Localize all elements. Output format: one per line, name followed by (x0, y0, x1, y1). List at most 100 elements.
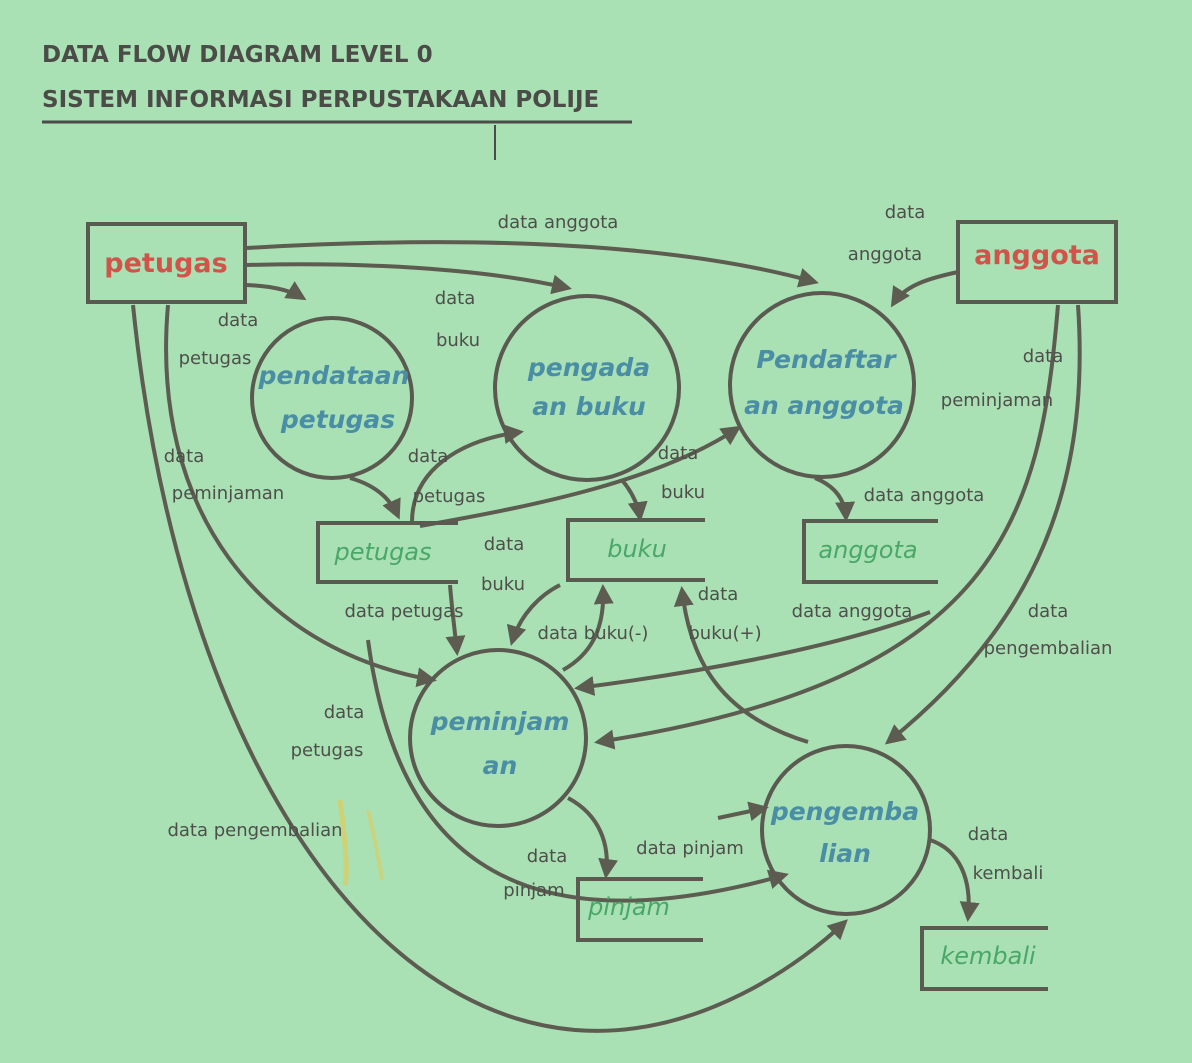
label-data-buku-mid-1: data (658, 443, 699, 464)
label-data-buku-mid-2: buku (661, 482, 705, 503)
process-pengembalian-circle (760, 744, 932, 916)
store-kembali[interactable]: kembali (920, 926, 1048, 991)
store-anggota[interactable]: anggota (802, 519, 938, 584)
process-pengembalian-line1: pengemba (770, 797, 919, 826)
label-data-pengembalian-right-1: data (1028, 601, 1069, 622)
flow-store-petugas-to-peminjaman (445, 584, 466, 656)
label-data-buku-minus: data buku(-) (538, 623, 649, 644)
flow-petugas-to-peminjaman (164, 304, 437, 688)
label-data-pinjam-2: pinjam (503, 880, 564, 901)
store-petugas[interactable]: petugas (316, 521, 458, 584)
label-data-pinjam-1: data (527, 846, 568, 867)
data-flows (131, 240, 1082, 1033)
entity-anggota-box (956, 220, 1118, 304)
label-data-buku-store-1: data (484, 534, 525, 555)
process-pendaftaran-line1: Pendaftar (756, 345, 897, 374)
flow-anggota-to-peminjaman (594, 304, 1060, 750)
flow-pengembalian-to-store-buku (673, 586, 809, 744)
store-pinjam[interactable]: pinjam (576, 877, 703, 942)
label-data-buku-plus-2: buku(+) (688, 623, 761, 644)
diagram-title-line1: DATA FLOW DIAGRAM LEVEL 0 (42, 42, 433, 68)
label-data-petugas-top-2: petugas (179, 348, 252, 369)
process-peminjaman-line2: an (483, 751, 518, 780)
flow-store-anggota-to-peminjaman (574, 610, 931, 696)
process-peminjaman-line1: peminjam (430, 707, 570, 736)
label-data-petugas-low: data petugas (344, 601, 463, 622)
flow-store-petugas-to-pendaftaran (419, 425, 742, 528)
flow-peminjaman-to-store-buku (562, 584, 614, 672)
label-data-kembali-2: kembali (973, 863, 1044, 884)
flow-petugas-to-pengembalian (131, 304, 848, 1033)
diagram-title-line2: SISTEM INFORMASI PERPUSTAKAAN POLIJE (42, 87, 599, 113)
store-anggota-outline (802, 519, 938, 584)
flow-peminjaman-to-pinjam (567, 796, 619, 879)
label-data-petugas-mid-2: petugas (413, 486, 486, 507)
flow-store-petugas-to-pengadaan (410, 424, 524, 523)
label-data-petugas-top-1: data (218, 310, 259, 331)
label-data-pengembalian-left: data pengembalian (167, 820, 342, 841)
label-data-anggota-top: data anggota (498, 212, 619, 233)
label-data-pengembalian-right-2: pengembalian (984, 638, 1113, 659)
store-anggota-label: anggota (818, 536, 917, 564)
process-pendataan-line2: petugas (280, 405, 395, 434)
yellow-mark-2 (366, 809, 384, 881)
flow-store-petugas-to-pengembalian (366, 639, 789, 903)
label-data-anggota-right-1: data (885, 202, 926, 223)
label-data-anggota-right-2: anggota (848, 244, 922, 265)
flow-store-buku-to-peminjaman (506, 583, 561, 646)
entity-petugas-label: petugas (104, 248, 227, 279)
process-pengadaan-buku[interactable]: pengada an buku (493, 294, 681, 482)
flow-pengadaan-to-store-buku (620, 478, 648, 522)
flow-petugas-to-pendaftaran (246, 240, 819, 288)
label-data-anggota-store: data anggota (864, 485, 985, 506)
process-pendataan-petugas[interactable]: pendataan petugas (250, 316, 414, 480)
label-data-peminjaman-right-2: peminjaman (941, 390, 1053, 411)
label-data-anggota-low: data anggota (792, 601, 913, 622)
label-data-buku-top-1: data (435, 288, 476, 309)
flow-labels: data anggota data anggota data buku data… (164, 202, 1113, 901)
entity-petugas[interactable]: petugas (86, 222, 247, 304)
process-peminjaman-circle (408, 648, 588, 828)
process-pendataan-circle (250, 316, 414, 480)
label-data-petugas-mid-1: data (408, 446, 449, 467)
process-pengadaan-circle (493, 294, 681, 482)
store-buku-outline (566, 518, 705, 582)
label-data-peminjaman-left-2: peminjaman (172, 483, 284, 504)
label-data-peminjaman-right-1: data (1023, 346, 1064, 367)
store-pinjam-label: pinjam (587, 893, 670, 921)
process-pengembalian-line2: lian (819, 839, 871, 868)
entity-anggota-label: anggota (974, 240, 1100, 271)
flow-pendaftaran-to-store-anggota (814, 476, 856, 522)
flow-petugas-to-pengadaan (246, 262, 572, 295)
store-petugas-outline (316, 521, 458, 584)
label-data-buku-top-2: buku (436, 330, 480, 351)
process-pendaftaran-line2: an anggota (744, 391, 904, 420)
flow-anggota-to-pendaftaran (890, 270, 959, 308)
label-data-petugas-left-1: data (324, 702, 365, 723)
process-pengadaan-line2: an buku (532, 392, 646, 421)
store-kembali-label: kembali (940, 942, 1036, 970)
process-pendaftaran-anggota[interactable]: Pendaftar an anggota (728, 291, 916, 479)
process-pengembalian[interactable]: pengemba lian (760, 744, 932, 916)
store-kembali-outline (920, 926, 1048, 991)
label-data-pinjam-flow: data pinjam (636, 838, 744, 859)
entity-petugas-box (86, 222, 247, 304)
entity-anggota[interactable]: anggota (956, 220, 1118, 304)
store-buku-label: buku (607, 535, 667, 563)
flow-pengembalian-to-kembali (929, 838, 980, 922)
label-data-buku-store-2: buku (481, 574, 525, 595)
label-data-petugas-left-2: petugas (291, 740, 364, 761)
label-data-kembali-1: data (968, 824, 1009, 845)
label-data-peminjaman-left-1: data (164, 446, 205, 467)
store-buku[interactable]: buku (566, 518, 705, 582)
flow-petugas-to-pendataan (246, 281, 307, 301)
label-data-buku-plus-1: data (698, 584, 739, 605)
process-peminjaman[interactable]: peminjam an (408, 648, 588, 828)
process-pengadaan-line1: pengada (527, 353, 650, 382)
flow-anggota-to-pengembalian (884, 304, 1082, 745)
store-petugas-label: petugas (333, 538, 431, 566)
process-pendaftaran-circle (728, 291, 916, 479)
store-pinjam-outline (576, 877, 703, 942)
flow-pinjam-to-pengembalian (717, 801, 769, 822)
